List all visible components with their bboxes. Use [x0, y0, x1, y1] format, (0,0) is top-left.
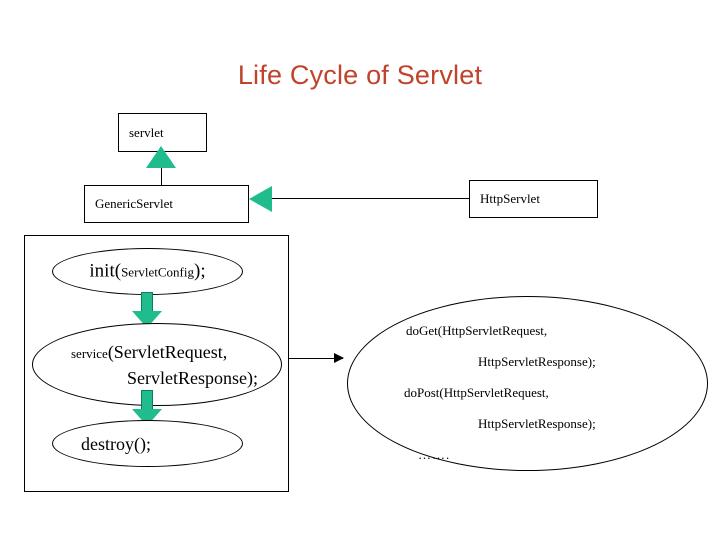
service-line-1: service(ServletRequest, [33, 340, 281, 366]
class-box-generic-servlet-label: GenericServlet [95, 196, 173, 211]
http-methods-node[interactable]: doGet(HttpServletRequest, HttpServletRes… [347, 296, 708, 471]
lifecycle-node-service-label: service(ServletRequest, ServletResponse)… [33, 324, 281, 405]
lifecycle-node-destroy[interactable]: destroy(); [52, 420, 243, 467]
http-method-line-1: doGet(HttpServletRequest, [406, 323, 548, 338]
http-method-line-5: ……. [418, 447, 451, 462]
lifecycle-node-destroy-label: destroy(); [81, 433, 151, 454]
service-params-1: (ServletRequest, [107, 341, 228, 362]
init-tail: ); [194, 260, 206, 281]
lifecycle-node-init-label: init(ServletConfig); [53, 260, 242, 283]
class-box-servlet-label: servlet [129, 124, 164, 140]
lifecycle-node-service[interactable]: service(ServletRequest, ServletResponse)… [32, 323, 282, 406]
inheritance-line-http-to-generic [272, 198, 469, 199]
class-box-http-servlet-label: HttpServlet [480, 191, 540, 206]
inheritance-arrow-up-icon [146, 146, 176, 168]
arrow-shaft [141, 292, 153, 312]
arrow-shaft [141, 390, 153, 410]
class-box-http-servlet[interactable]: HttpServlet [469, 180, 598, 218]
lifecycle-node-init[interactable]: init(ServletConfig); [52, 248, 243, 295]
init-param-name: ServletConfig [121, 264, 194, 279]
inheritance-line-generic-to-servlet [161, 152, 162, 185]
http-method-line-2: HttpServletResponse); [478, 354, 596, 369]
inheritance-arrow-left-icon [249, 186, 272, 212]
init-method-name: init( [89, 260, 122, 281]
page-title: Life Cycle of Servlet [237, 60, 483, 90]
service-line-2: ServletResponse); [127, 367, 258, 388]
flow-arrowhead-right-icon [334, 353, 344, 363]
http-method-line-4: HttpServletResponse); [478, 416, 596, 431]
class-box-generic-servlet[interactable]: GenericServlet [84, 185, 249, 223]
flow-line-service-to-http-methods [289, 358, 343, 359]
class-box-servlet[interactable]: servlet [118, 113, 207, 152]
http-methods-label: doGet(HttpServletRequest, HttpServletRes… [348, 315, 707, 470]
service-method-name: service [71, 345, 108, 361]
http-method-line-3: doPost(HttpServletRequest, [404, 385, 549, 400]
